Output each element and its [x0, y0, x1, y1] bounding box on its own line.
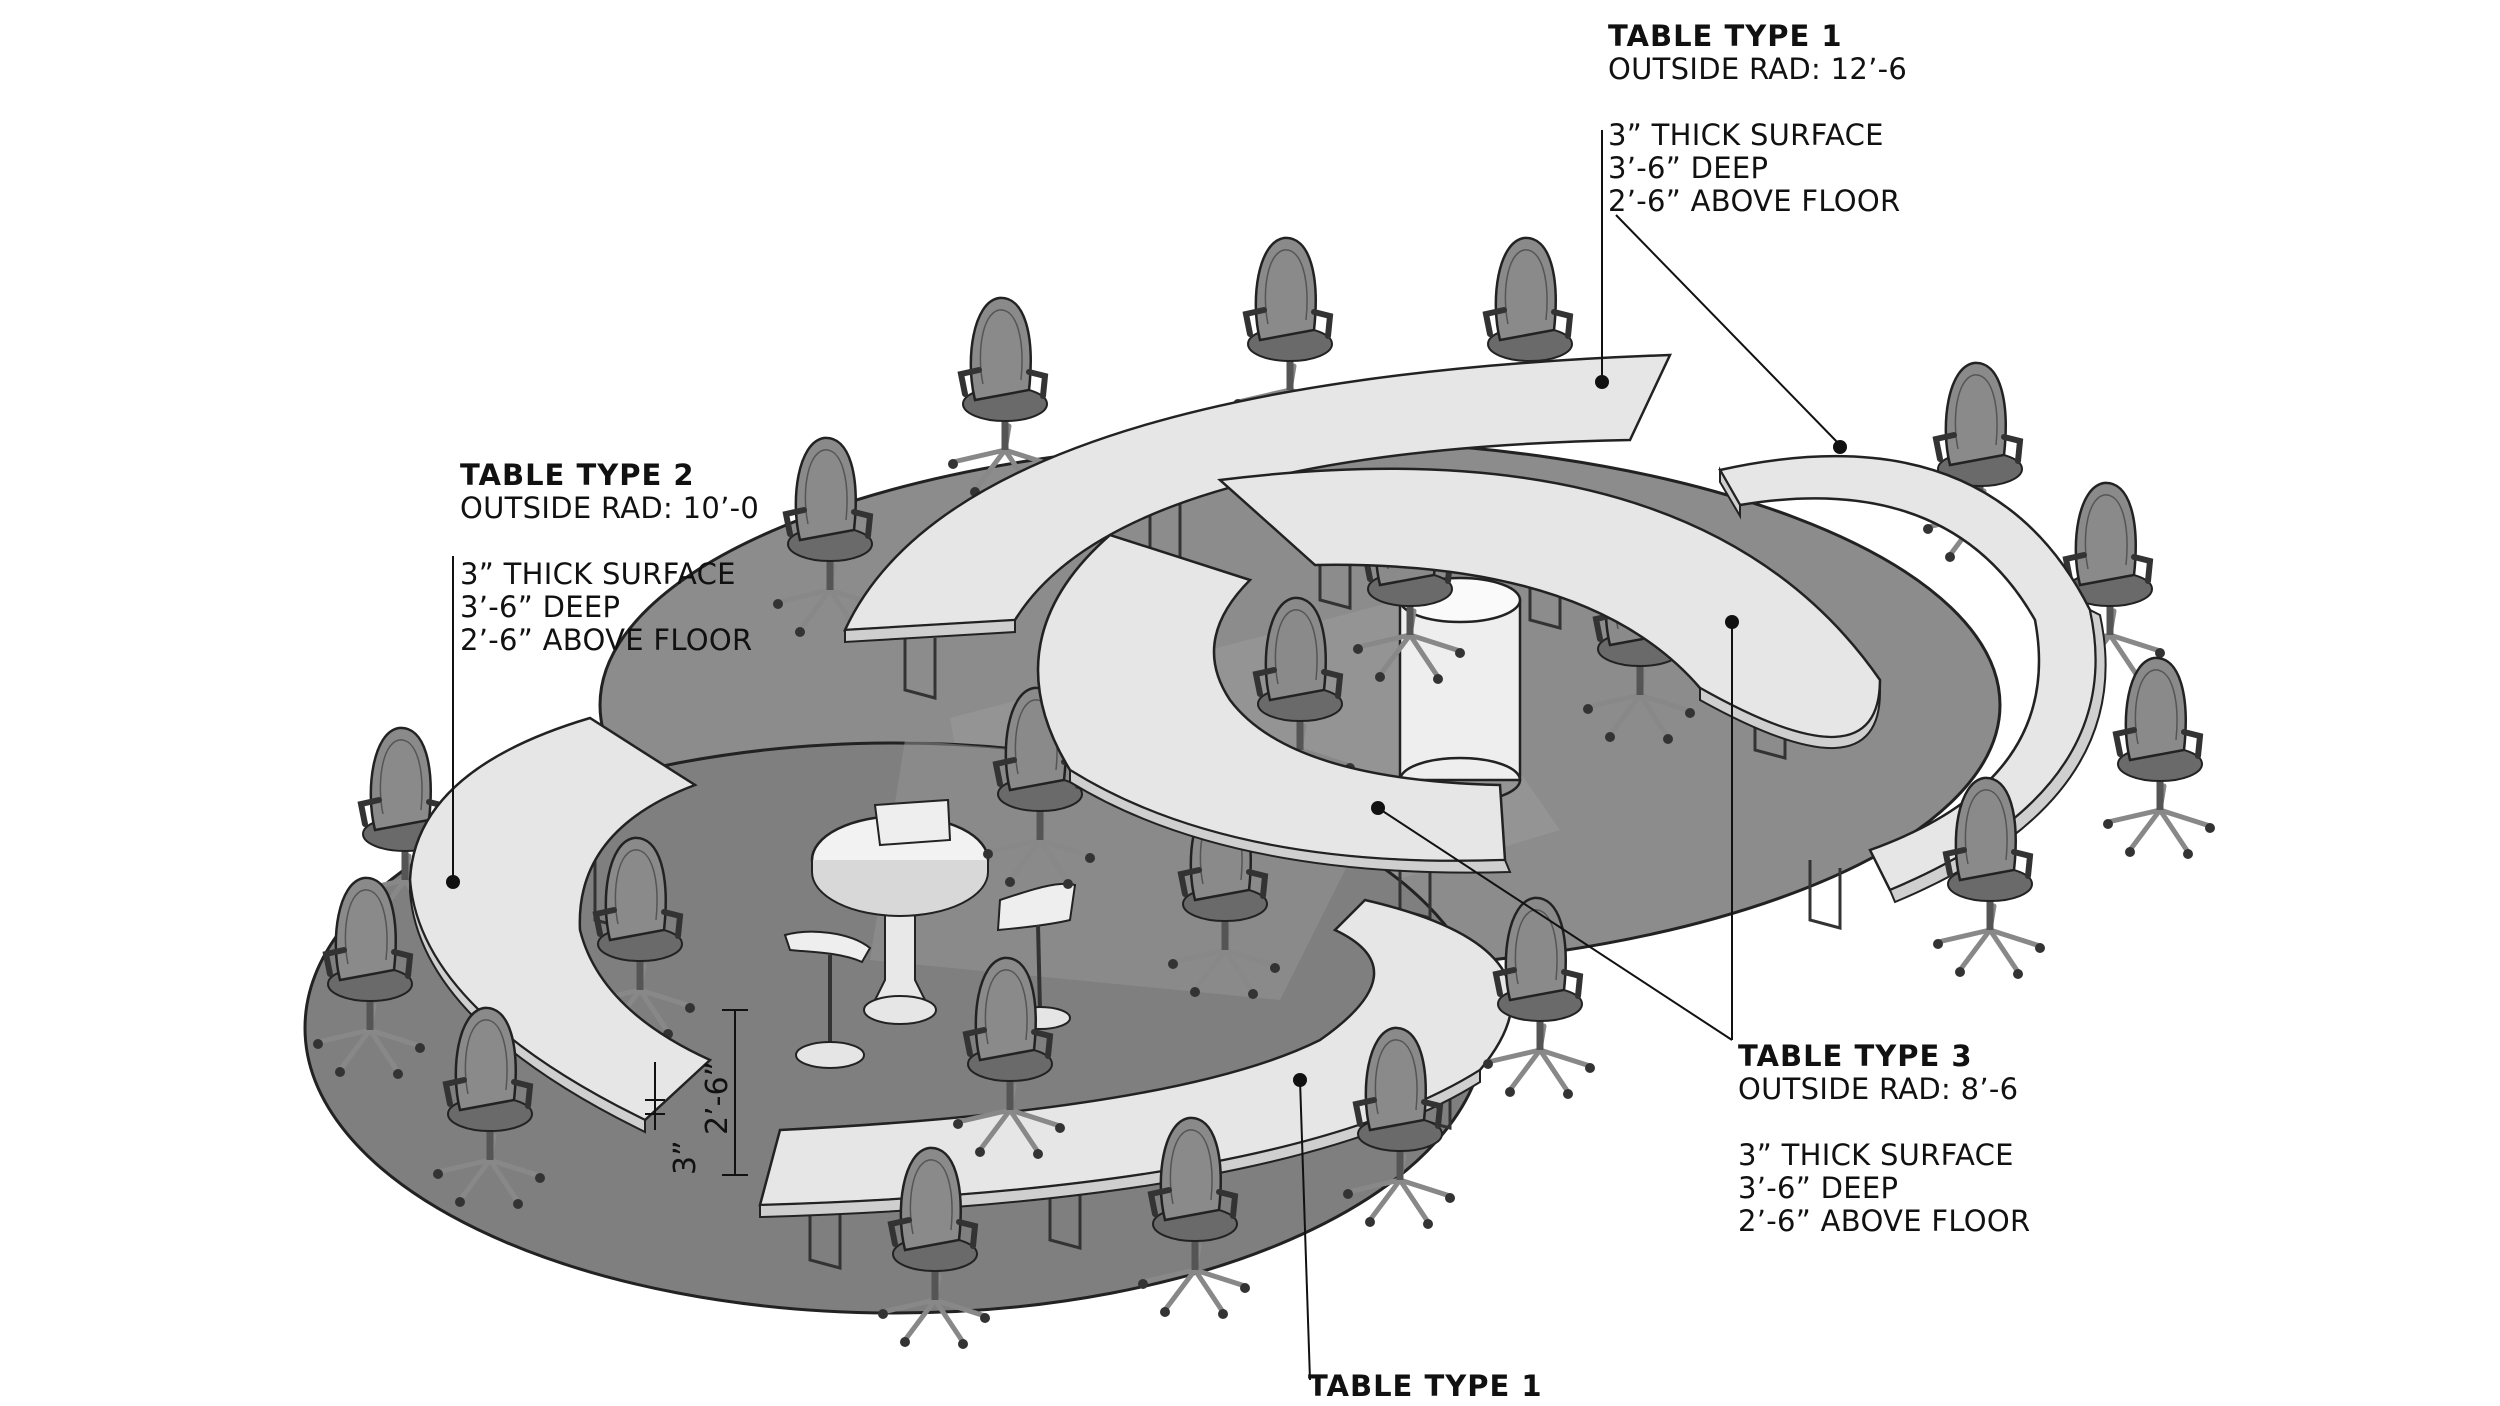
callout-table-type-2: TABLE TYPE 2 OUTSIDE RAD: 10’-0 3” THICK…	[460, 459, 759, 657]
callout-radius: OUTSIDE RAD: 10’-0	[460, 491, 760, 525]
callout-spec-line: 3’-6” DEEP	[460, 590, 621, 624]
leader-dots	[446, 375, 1847, 1087]
table-type-3	[1036, 467, 1882, 874]
callout-title: TABLE TYPE 2	[460, 458, 695, 492]
callout-spec-line: 3” THICK SURFACE	[1608, 118, 1884, 152]
leader-lines	[452, 130, 1841, 1381]
table-type-1-bottom	[758, 898, 1513, 1219]
callout-radius: OUTSIDE RAD: 8’-6	[1738, 1072, 2019, 1106]
table-type-2	[408, 716, 713, 1134]
callout-title: TABLE TYPE 1	[1308, 1369, 1543, 1403]
callout-radius: OUTSIDE RAD: 12’-6	[1608, 52, 1908, 86]
callout-spec-line: 3” THICK SURFACE	[460, 557, 736, 591]
center-column	[1398, 576, 1522, 804]
callout-table-type-3: TABLE TYPE 3 OUTSIDE RAD: 8’-6 3” THICK …	[1738, 1040, 2030, 1238]
callout-table-type-1-bottom: TABLE TYPE 1	[1308, 1370, 1543, 1403]
callout-title: TABLE TYPE 1	[1608, 19, 1843, 53]
bar-stools	[783, 798, 1077, 1069]
callout-spec-line: 2’-6” ABOVE FLOOR	[1738, 1204, 2031, 1238]
callout-spec-line: 3’-6” DEEP	[1738, 1171, 1899, 1205]
callout-spec-line: 3” THICK SURFACE	[1738, 1138, 2014, 1172]
callout-spec-line: 2’-6” ABOVE FLOOR	[1608, 184, 1901, 218]
height-dimension-label: 2’-6”	[700, 1060, 735, 1135]
callout-title: TABLE TYPE 3	[1738, 1039, 1973, 1073]
height-dimension-marks	[645, 1009, 748, 1176]
callout-table-type-1-top: TABLE TYPE 1 OUTSIDE RAD: 12’-6 3” THICK…	[1608, 20, 1907, 218]
cafe-table	[810, 814, 990, 1025]
thickness-dimension-label: 3”	[668, 1140, 703, 1175]
callout-spec-line: 3’-6” DEEP	[1608, 151, 1769, 185]
callout-spec-line: 2’-6” ABOVE FLOOR	[460, 623, 753, 657]
